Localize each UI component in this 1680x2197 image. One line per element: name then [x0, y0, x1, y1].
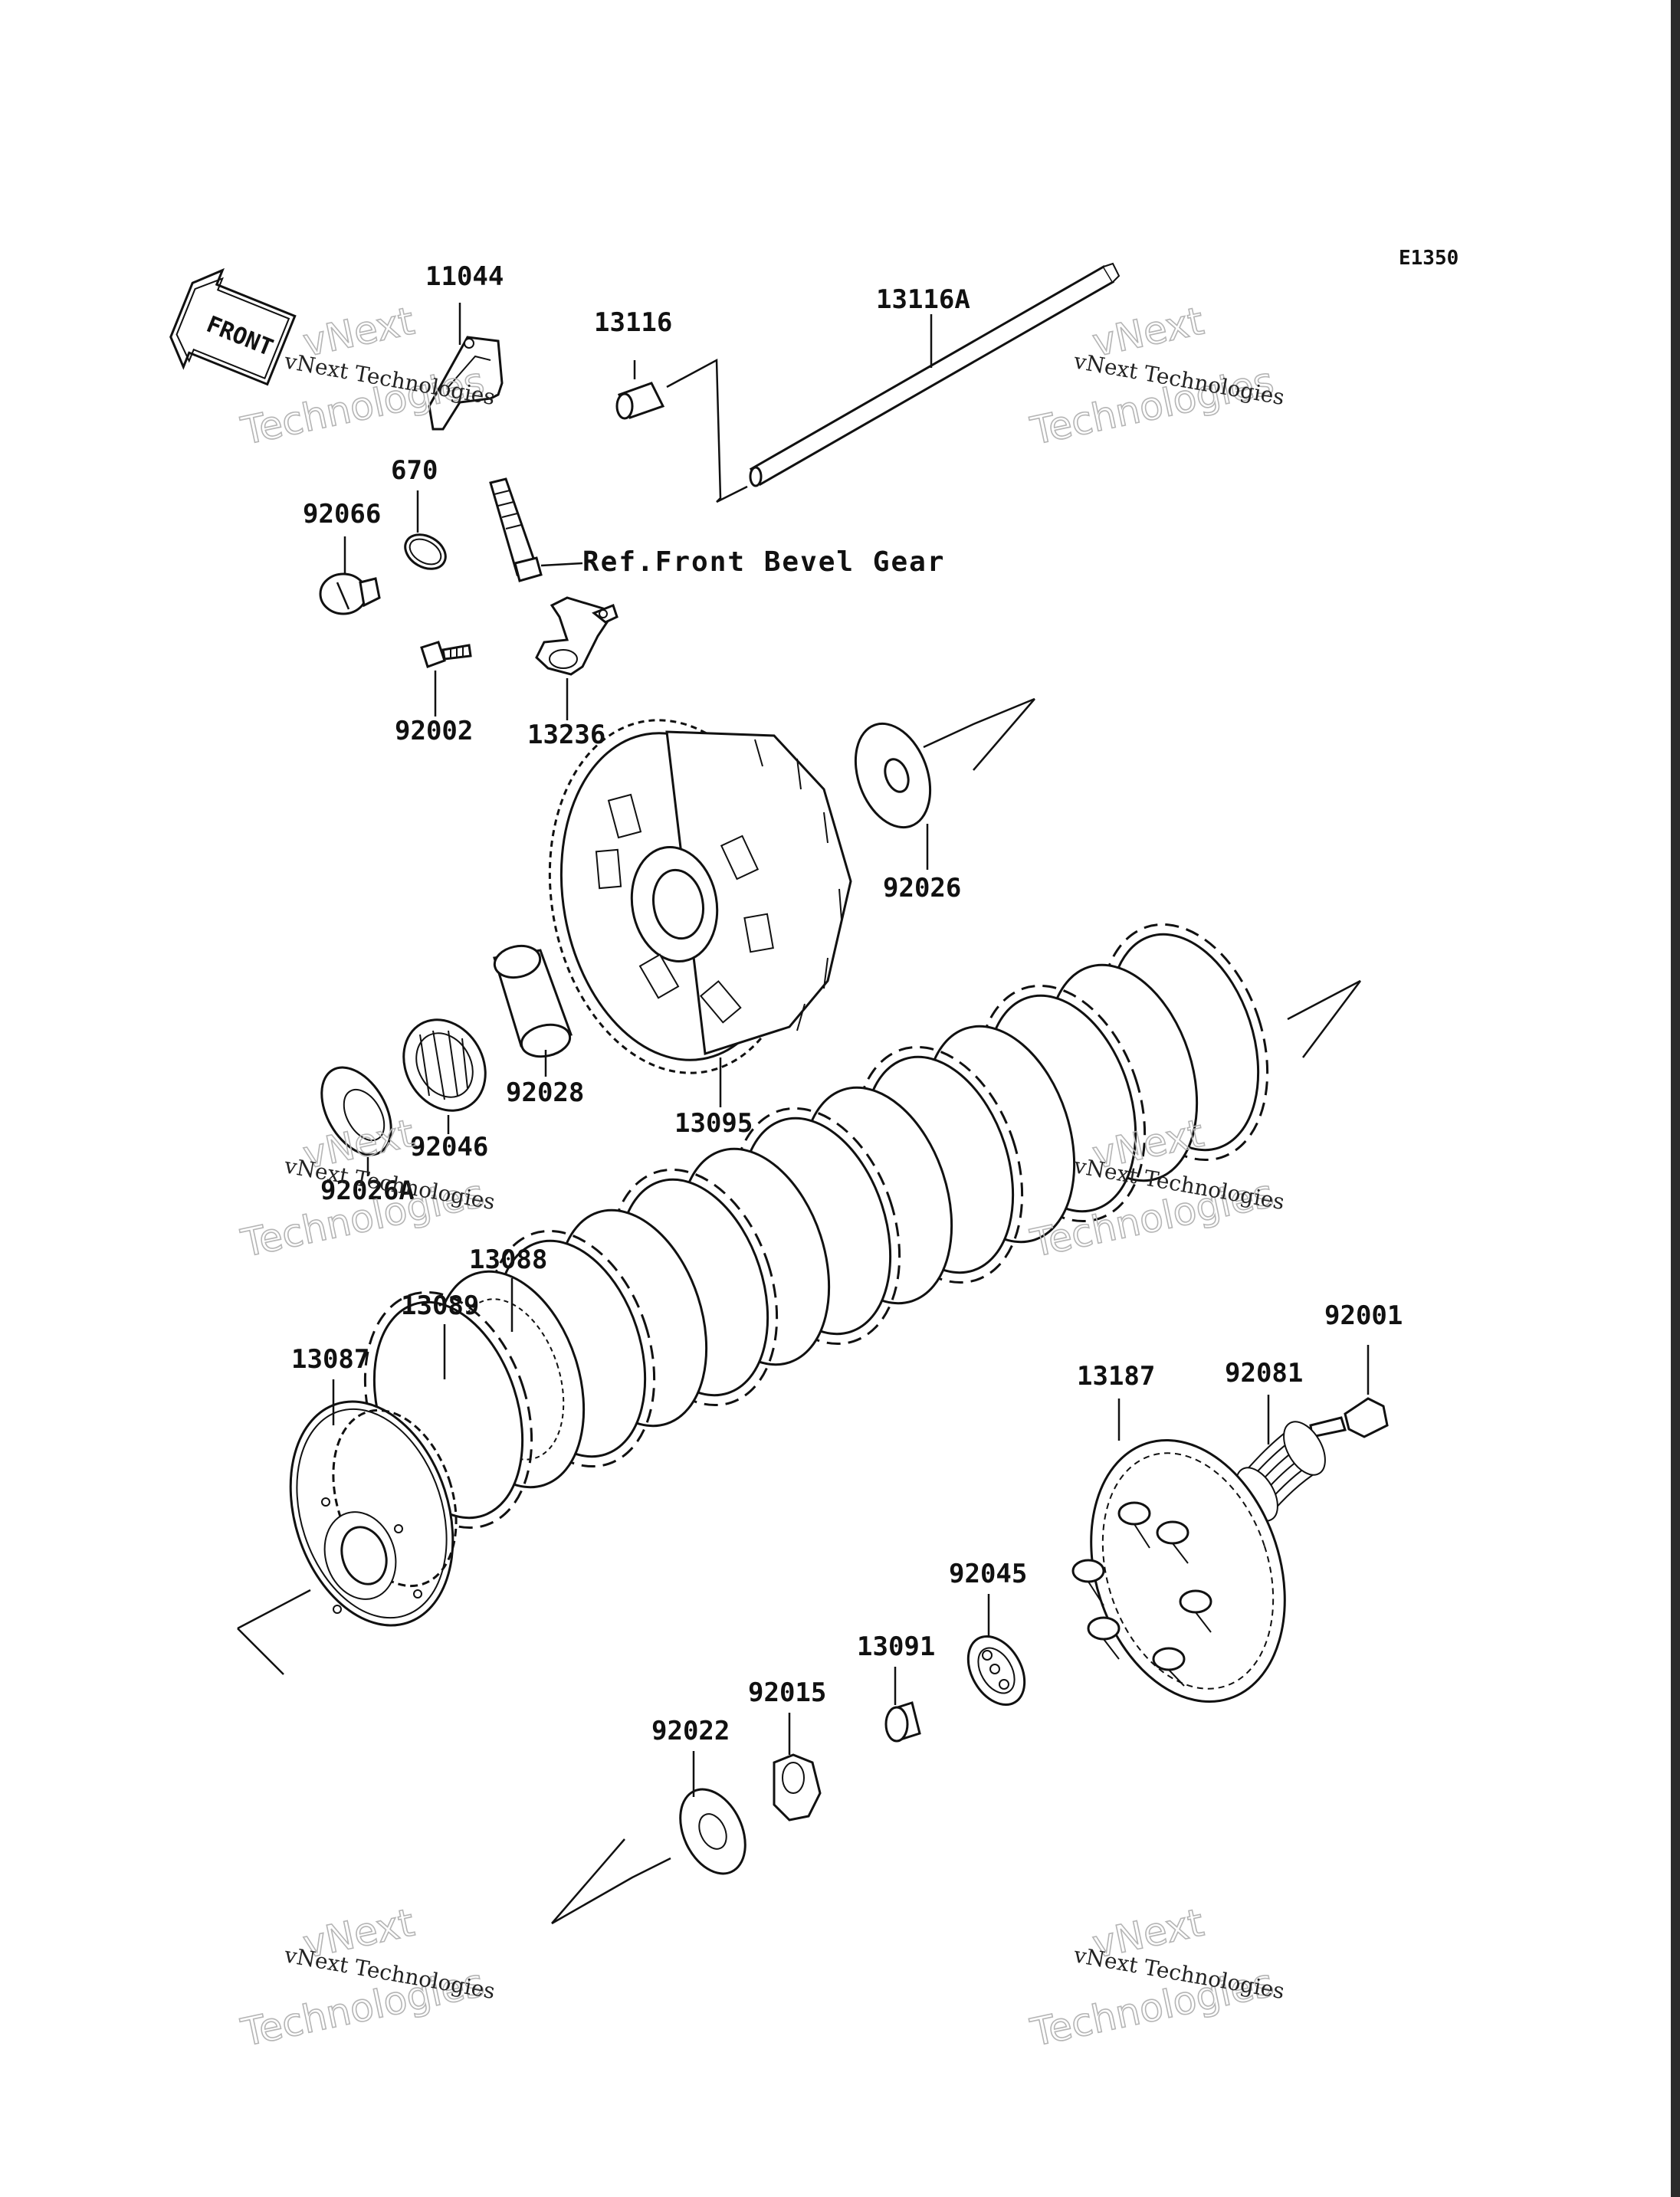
part-13091-pushrod-tip: [884, 1667, 921, 1743]
part-number-label: 13187: [1077, 1361, 1155, 1392]
part-number-label: 670: [391, 455, 438, 486]
part-13187-pressure-plate: [1071, 1399, 1286, 1703]
front-bevel-gear-shaft: [489, 477, 583, 582]
part-number-label: 92066: [303, 499, 381, 530]
part-number-label: 13087: [291, 1344, 369, 1375]
part-number-label: 13088: [469, 1244, 547, 1275]
part-13116A-rod: [749, 262, 1121, 487]
part-13095-clutch-housing: [548, 719, 852, 1107]
part-number-label: 13089: [401, 1290, 479, 1321]
part-number-label: 13095: [674, 1108, 753, 1139]
part-number-label: 92026: [883, 873, 961, 903]
front-arrow-icon: FRONT: [169, 267, 297, 386]
part-92026A-washer: [320, 1066, 392, 1176]
part-92002-bolt: [420, 641, 472, 716]
part-13087-clutch-hub: [237, 1379, 458, 1675]
part-number-label: 92026A: [320, 1176, 415, 1206]
part-number-label: 92081: [1225, 1358, 1303, 1389]
part-13236-lever: [535, 596, 619, 720]
watermark: vNext Technologies vNext Technologies: [1026, 1900, 1287, 2056]
page-edge: [1671, 0, 1680, 2197]
part-number-label: 92015: [748, 1677, 826, 1708]
part-92046-needle-bearing: [402, 1018, 487, 1134]
part-11044-cover: [428, 303, 504, 431]
part-92028-sleeve: [493, 944, 573, 1077]
part-number-label: 92001: [1324, 1300, 1403, 1331]
part-92081-spring: [1235, 1395, 1326, 1522]
part-number-label: 92002: [395, 716, 473, 746]
watermark: vNext Technologies vNext Technologies: [237, 1900, 497, 2056]
part-number-label: 11044: [425, 261, 504, 292]
clutch-plate-stack: [363, 923, 1361, 1530]
part-92015-nut: [773, 1713, 822, 1822]
part-92045-ball-bearing: [966, 1594, 1026, 1707]
part-number-label: 92045: [949, 1559, 1027, 1589]
part-number-label: 13091: [857, 1631, 935, 1662]
part-92022-washer: [551, 1751, 746, 1925]
part-number-label: 13116: [594, 307, 672, 338]
part-92026-washer: [854, 697, 1035, 870]
part-number-label: 13116A: [876, 284, 970, 315]
watermark: vNext Technologies vNext Technologies: [1026, 298, 1287, 454]
part-670-oring: [404, 490, 447, 570]
reference-note: Ref.Front Bevel Gear: [582, 546, 945, 578]
diagram-code: E1350: [1399, 247, 1459, 270]
part-92066-plug: [319, 536, 381, 615]
part-number-label: 92046: [410, 1132, 488, 1162]
part-number-label: 13236: [527, 720, 605, 750]
part-13116-pin: [615, 358, 748, 503]
part-92001-bolt: [1309, 1345, 1389, 1438]
part-number-label: 92022: [651, 1716, 730, 1746]
part-number-label: 92028: [506, 1077, 584, 1108]
